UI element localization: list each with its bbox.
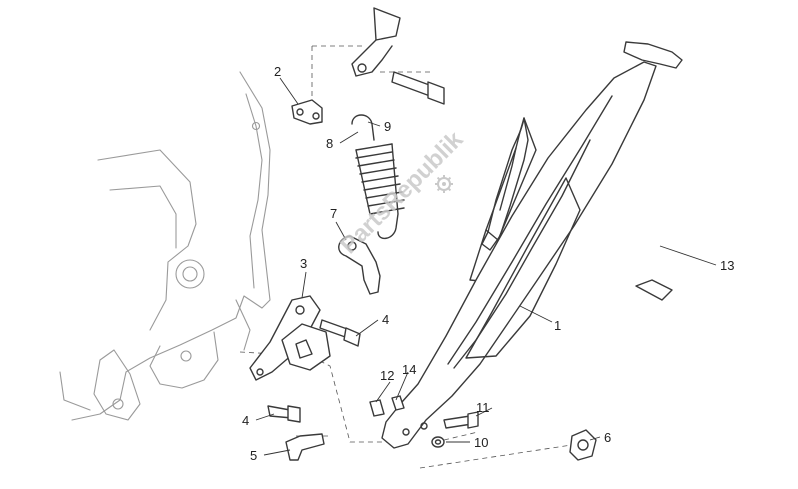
callout-13: 13 (720, 258, 734, 273)
pin-14 (391, 395, 405, 411)
gear-icon (435, 175, 453, 193)
side-stand (381, 41, 683, 449)
mounting-bracket (249, 295, 331, 381)
pin-12 (369, 399, 385, 417)
screw-11 (443, 411, 479, 429)
callout-4b: 4 (242, 413, 249, 428)
callouts: 1 2 3 4 4 5 6 7 8 9 10 11 12 13 14 (242, 64, 734, 463)
watermark-text: PartsRepublik (335, 126, 469, 260)
rod-end (351, 7, 401, 77)
spring-bracket (338, 235, 381, 295)
stud (285, 433, 325, 461)
top-bolt (391, 71, 445, 105)
bolt-right (319, 319, 361, 347)
callout-12: 12 (380, 368, 394, 383)
callout-7: 7 (330, 206, 337, 221)
leader-lines (255, 77, 717, 456)
callout-11: 11 (476, 400, 490, 415)
callout-2: 2 (274, 64, 281, 79)
callout-1: 1 (554, 318, 561, 333)
bolt-lower (267, 405, 301, 423)
small-plate (291, 99, 323, 125)
callout-8: 8 (326, 136, 333, 151)
callout-14: 14 (402, 362, 416, 377)
callout-3: 3 (300, 256, 307, 271)
nut (569, 429, 597, 461)
inset-stand-shape (481, 117, 529, 251)
callout-6: 6 (604, 430, 611, 445)
watermark: PartsRepublik (335, 126, 469, 260)
return-spring (351, 114, 405, 239)
callout-10: 10 (474, 435, 488, 450)
callout-5: 5 (250, 448, 257, 463)
washer-10 (431, 436, 445, 448)
callout-9: 9 (384, 119, 391, 134)
callout-4a: 4 (382, 312, 389, 327)
frame-outline (59, 71, 271, 421)
